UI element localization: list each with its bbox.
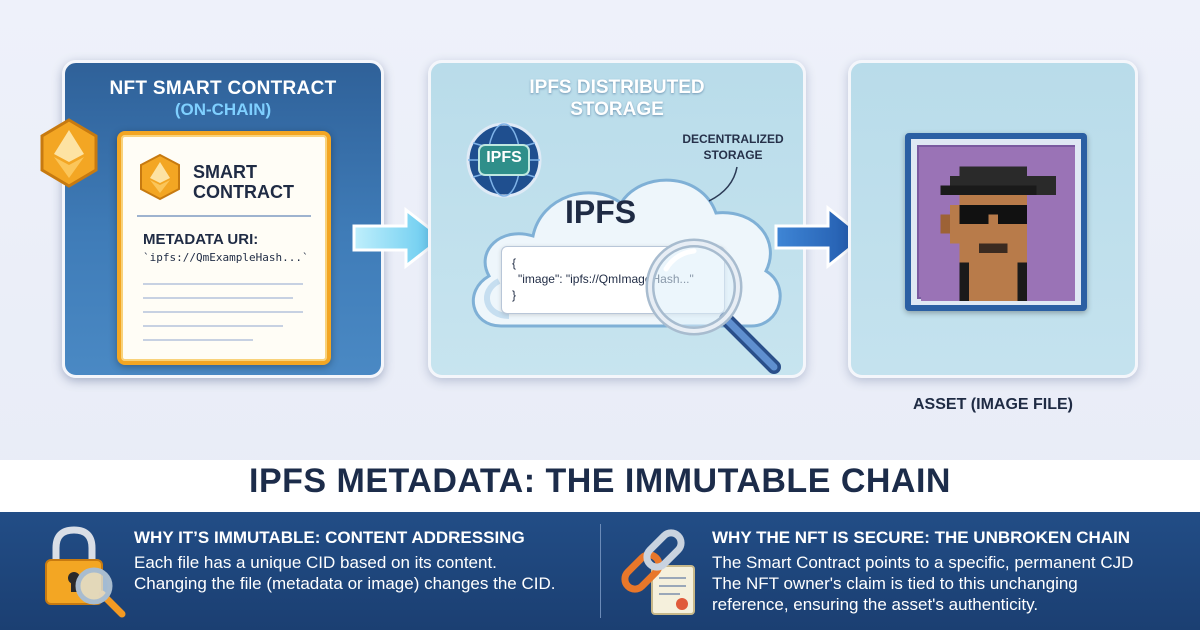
json-close-brace: } [512,288,517,302]
doc-placeholder-line [143,311,303,313]
padlock-magnifier-icon [45,526,126,618]
ipfs-panel-title-line1: IPFS DISTRIBUTED [529,77,705,98]
ethereum-badge-icon [40,118,98,188]
card-secure-title: WHY THE NFT IS SECURE: THE UNBROKEN CHAI… [712,528,1131,547]
arrow-right-icon [774,204,867,270]
callout-line1: DECENTRALIZED [682,132,784,146]
banner-title: IPFS METADATA: THE IMMUTABLE CHAIN [249,462,951,500]
card-immutable-title: WHY IT’S IMMUTABLE: CONTENT ADDRESSING [134,528,525,547]
card-secure-line3: reference, ensuring the asset's authenti… [712,595,1039,614]
image-frame [905,133,1087,311]
card-secure-line1: The Smart Contract points to a specific,… [712,553,1134,572]
on-chain-label: (ON-CHAIN) [174,100,272,119]
banner-background [0,460,1200,512]
info-bar-divider [600,524,601,618]
decentralized-storage-callout: DECENTRALIZED STORAGE [673,131,793,163]
asset-caption: ASSET (IMAGE FILE) [913,396,1073,413]
magnifier-icon [645,238,781,374]
cloud-ipfs-label: IPFS [565,194,637,230]
ipfs-panel-title-line2: STORAGE [570,99,664,120]
json-open-brace: { [512,256,517,270]
card-immutable-line2: Changing the file (metadata or image) ch… [134,574,556,593]
callout-line2: STORAGE [703,148,763,162]
smart-contract-panel-title: NFT SMART CONTRACT [109,78,337,99]
asset-panel [848,60,1138,378]
smart-contract-doc-title: SMART CONTRACT [193,162,294,202]
ethereum-icon [140,153,180,201]
pixel-avatar-icon [921,147,1075,301]
callout-pointer-line [708,166,738,202]
doc-placeholder-line [143,339,253,341]
ipfs-diagram: NFT SMART CONTRACT (ON-CHAIN) SMART CONT… [40,60,1138,413]
metadata-uri-value: `ipfs://QmExampleHash...` [143,251,309,264]
doc-placeholder-line [143,297,293,299]
pixel-art-image [917,145,1075,301]
card-immutable-line1: Each file has a unique CID based on its … [134,553,497,572]
ipfs-panel-title: IPFS DISTRIBUTED STORAGE [431,77,803,121]
ipfs-badge-label: IPFS [486,149,522,166]
chain-link-document-icon [621,529,695,615]
doc-placeholder-line [143,325,283,327]
doc-divider [137,215,311,217]
metadata-uri-label: METADATA URI: [143,231,259,248]
card-secure-line2: The NFT owner's claim is tied to this un… [712,574,1078,593]
smart-contract-document: SMART CONTRACT METADATA URI: `ipfs://QmE… [117,131,331,365]
arrow-right-icon [352,206,445,270]
ipfs-globe-icon [466,122,542,198]
doc-placeholder-line [143,283,303,285]
ipfs-storage-panel: IPFS DISTRIBUTED STORAGE IPFS { "image":… [428,60,806,378]
